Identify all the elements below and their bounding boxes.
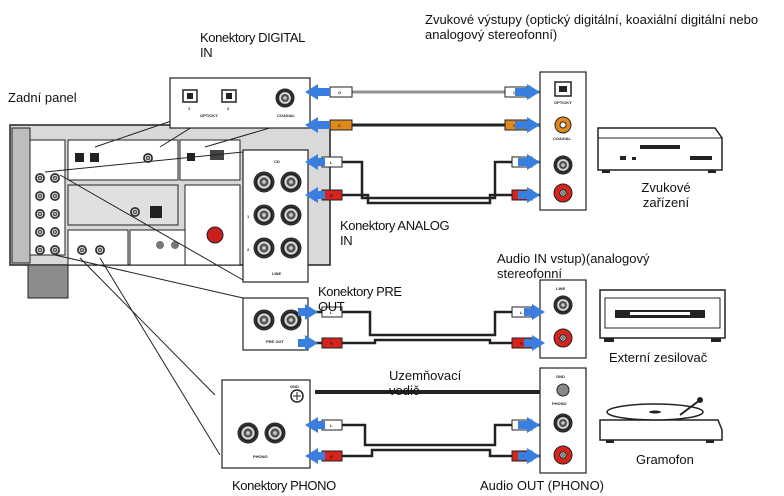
arrow-optical-right (515, 84, 540, 100)
svg-text:O: O (513, 90, 516, 95)
label-external-amp: Externí zesilovač (609, 350, 708, 365)
label-pre-out: Konektory PRE OUT (318, 284, 402, 314)
port-2-text: 2 (227, 106, 230, 111)
arrow-coax-left (305, 117, 330, 133)
pre-out-panel: PRE OUT (242, 297, 309, 351)
label-rear-panel: Zadní panel (8, 90, 77, 105)
svg-text:R: R (330, 341, 333, 346)
svg-text:L: L (330, 423, 333, 428)
callout-lines (44, 117, 291, 456)
svg-text:R: R (520, 341, 523, 346)
label-digital-in: Konektory DIGITAL IN (200, 30, 305, 60)
gnd-text: GND (290, 384, 299, 389)
arrow-phono-r-right (518, 448, 540, 464)
line-text: LINE (272, 271, 281, 276)
analog-in-panel: CD 1 2 LINE (242, 149, 309, 283)
plug-preout-r-left: R (321, 337, 343, 349)
signal-arrows (298, 84, 545, 464)
arrow-phono-l-left (305, 417, 325, 433)
turntable-icon (599, 397, 723, 443)
svg-text:COAXIAL: COAXIAL (553, 136, 572, 141)
pre-out-text: PRE OUT (266, 339, 284, 344)
svg-text:R: R (330, 193, 333, 198)
amplifier-icon (599, 289, 726, 342)
svg-text:C: C (338, 123, 341, 128)
arrow-coax-right (515, 117, 540, 133)
label-audio-device: Zvukové zařízení (641, 180, 691, 210)
turntable-output-panel: GND PHONO (539, 367, 587, 474)
arrow-analog-r-left (305, 187, 325, 203)
plug-coax-left: C (329, 119, 353, 131)
arrow-analog-l-right (518, 154, 540, 170)
port-1-text: 1 (188, 106, 191, 111)
plug-preout-l-left: L (321, 306, 343, 318)
svg-text:O: O (338, 90, 341, 95)
svg-text:OPTICKÝ: OPTICKÝ (554, 100, 572, 105)
arrow-phono-r-left (305, 448, 325, 464)
label-turntable: Gramofon (636, 452, 694, 467)
svg-text:PHONO: PHONO (552, 401, 567, 406)
svg-text:L: L (520, 310, 523, 315)
arrow-analog-r-right (518, 187, 540, 203)
cd-player-icon (597, 127, 723, 173)
line-2-text: 2 (247, 247, 250, 252)
arrow-analog-l-left (305, 154, 325, 170)
svg-text:R: R (330, 454, 333, 459)
optical-text: OPTICKÝ (200, 113, 218, 118)
arrow-preout-l-left (298, 304, 318, 320)
arrow-preout-r-left (298, 335, 318, 351)
label-analog-in: Konektory ANALOG IN (340, 218, 450, 248)
plug-optical-left: O (329, 86, 353, 98)
arrow-phono-l-right (518, 417, 540, 433)
coaxial-text: COAXIAL (277, 113, 296, 118)
amp-input-panel: LINE (539, 279, 587, 359)
digital-in-panel: 1 2 OPTICKÝ COAXIAL (169, 77, 311, 129)
line-1-text: 1 (247, 214, 250, 219)
label-audio-in-input: Audio IN vstup)(analogový stereofonní (497, 251, 650, 281)
label-audio-out-phono: Audio OUT (PHONO) (480, 478, 605, 493)
svg-text:C: C (513, 123, 516, 128)
svg-text:LINE: LINE (556, 286, 565, 291)
audio-output-panel: OPTICKÝ COAXIAL (539, 71, 587, 211)
arrow-preout-l-right (524, 304, 545, 320)
svg-text:GND: GND (556, 374, 565, 379)
svg-text:L: L (330, 160, 333, 165)
arrow-optical-left (305, 84, 330, 100)
phono-text: PHONO (253, 454, 268, 459)
label-phono-connectors: Konektory PHONO (232, 478, 336, 493)
arrow-preout-r-right (524, 335, 545, 351)
svg-text:L: L (330, 310, 333, 315)
phono-panel: GND PHONO (221, 379, 311, 469)
label-audio-outputs: Zvukové výstupy (optický digitální, koax… (425, 12, 759, 42)
label-ground-wire: Uzemňovací vodič (389, 368, 462, 398)
cd-text: CD (274, 159, 280, 164)
